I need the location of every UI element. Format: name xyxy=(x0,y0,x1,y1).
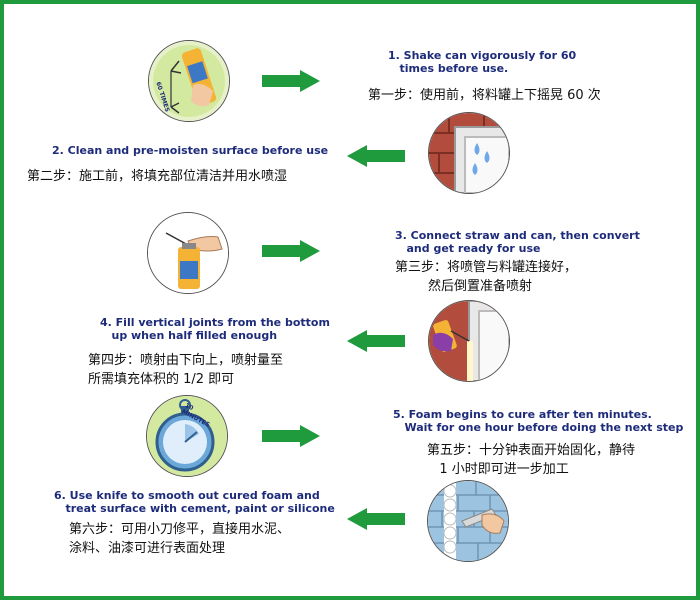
step2-chinese-text: 第二步：施工前，将填充部位清洁并用水喷湿 xyxy=(27,169,288,184)
step6-chinese-text: 第六步：可用小刀修平，直接用水泥、 涂料、油漆可进行表面处理 xyxy=(69,522,291,556)
fill-joint-icon xyxy=(428,300,510,382)
stopwatch-icon: 10 MINUTES xyxy=(146,395,228,477)
step4-chinese-text: 第四步：喷射由下向上，喷射量至 所需填充体积的 1/2 即可 xyxy=(88,353,284,387)
connect-straw-icon xyxy=(147,212,229,294)
step6-english-text: 6. Use knife to smooth out cured foam an… xyxy=(54,489,335,515)
step5-english-text: 5. Foam begins to cure after ten minutes… xyxy=(393,408,684,434)
moisten-window-frame-icon xyxy=(428,112,510,194)
shaking-can-icon: 60 TIMES xyxy=(148,40,230,122)
step3-chinese-text: 第三步：将喷管与料罐连接好， 然后倒置准备喷射 xyxy=(395,260,578,294)
step1-chinese-text: 第一步：使用前，将料罐上下摇晃 60 次 xyxy=(368,88,601,103)
step5-chinese-text: 第五步：十分钟表面开始固化，静待 1 小时即可进一步加工 xyxy=(427,443,636,477)
left-arrow-icon xyxy=(347,145,405,167)
right-arrow-icon xyxy=(262,425,320,447)
left-arrow-icon xyxy=(347,330,405,352)
right-arrow-icon xyxy=(262,240,320,262)
step3-english-text: 3. Connect straw and can, then convert a… xyxy=(395,229,640,255)
step1-english-text: 1. Shake can vigorously for 60 times bef… xyxy=(388,49,577,75)
left-arrow-icon xyxy=(347,508,405,530)
right-arrow-icon xyxy=(262,70,320,92)
knife-trim-icon xyxy=(427,480,509,562)
step4-english-text: 4. Fill vertical joints from the bottom … xyxy=(100,316,330,342)
step2-english-text: 2. Clean and pre-moisten surface before … xyxy=(52,144,329,157)
